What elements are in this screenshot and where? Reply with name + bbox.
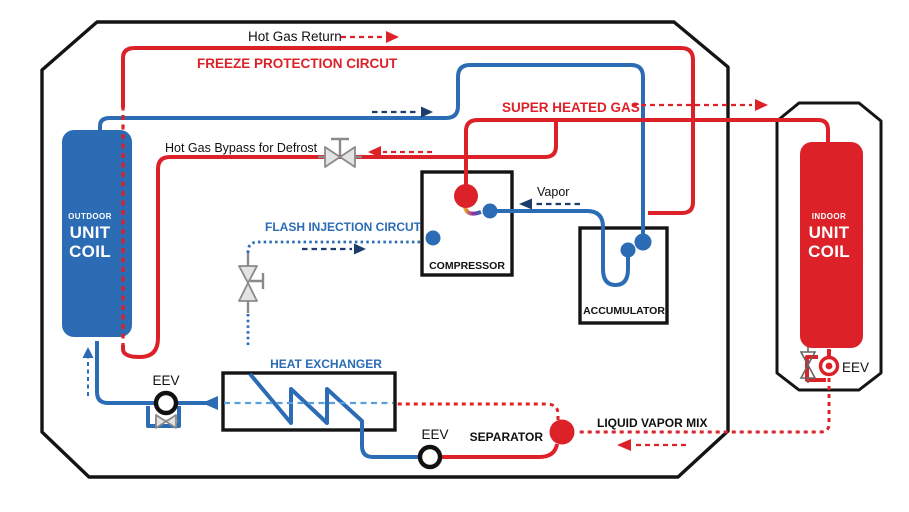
suction-flow-arrow <box>372 106 433 118</box>
indoor-coil <box>800 142 863 348</box>
compressor-injection-port <box>425 230 441 246</box>
vapor-flow-arrow <box>519 198 580 210</box>
liquid-vapor-mix-arrow <box>617 439 686 451</box>
label-hot-gas-return: Hot Gas Return <box>248 29 342 44</box>
pipe-eev2-to-separator <box>441 443 559 459</box>
outdoor-eev-body <box>153 390 179 416</box>
label-vapor: Vapor <box>537 185 569 199</box>
heat-exchanger-box <box>221 371 397 432</box>
outdoor-eev-bypass-valve-icon <box>155 414 178 429</box>
separator-vessel <box>549 419 575 445</box>
outdoor-coil-label-line1: OUTDOOR <box>68 212 112 221</box>
indoor-coil-label-line1: INDOOR <box>812 212 846 221</box>
outdoor-coil-label-line3: COIL <box>69 242 111 261</box>
label-accumulator: ACCUMULATOR <box>583 305 665 317</box>
label-eev-bottom: EEV <box>421 427 448 442</box>
outdoor-coil <box>62 130 132 337</box>
compressor-discharge-port <box>454 184 478 208</box>
pipe-eev-bypass-outdoor <box>146 406 181 428</box>
label-hot-gas-bypass: Hot Gas Bypass for Defrost <box>165 141 318 155</box>
flash-injection-arrow <box>302 243 366 255</box>
defrost-bypass-valve-icon <box>318 137 362 168</box>
pipe-separator-to-heat-exchanger <box>396 402 560 420</box>
outdoor-coil-up-arrow <box>82 347 94 396</box>
super-heated-gas-arrow <box>632 99 768 111</box>
pipe-heat-exchanger-coil <box>248 372 419 459</box>
pipe-liquid-to-outdoor-coil <box>95 341 216 405</box>
indoor-eev-dot <box>825 362 833 370</box>
pipe-discharge-super-heated <box>464 118 830 186</box>
outdoor-unit-outline <box>40 20 730 479</box>
accumulator-box <box>578 226 669 325</box>
accumulator-inlet-port <box>634 233 652 251</box>
pipe-liquid-vapor-mix <box>576 378 831 434</box>
pipe-suction-line <box>98 63 645 234</box>
label-freeze-protection: FREEZE PROTECTION CIRCUT <box>197 56 398 71</box>
compressor-scroll-link <box>463 206 482 216</box>
flash-injection-valve-icon <box>238 253 265 313</box>
defrost-bypass-arrow <box>368 146 432 158</box>
label-eev-indoor: EEV <box>842 360 869 375</box>
indoor-coil-label-line2: UNIT <box>809 223 850 242</box>
label-heat-exchanger: HEAT EXCHANGER <box>270 357 382 371</box>
indoor-unit-outline <box>775 101 883 392</box>
label-compressor: COMPRESSOR <box>429 260 505 272</box>
pipe-hot-gas-bypass <box>121 120 558 359</box>
outdoor-coil-label-line2: UNIT <box>70 223 111 242</box>
hot-gas-return-arrow <box>341 31 399 43</box>
label-liquid-vapor-mix: LIQUID VAPOR MIX <box>597 416 707 430</box>
label-super-heated-gas: SUPER HEATED GAS <box>502 100 640 115</box>
arrowhead-exchanger-out-left <box>202 396 218 410</box>
label-separator: SEPARATOR <box>470 430 544 444</box>
pipe-flash-injection <box>246 240 423 345</box>
pipe-vapor-line <box>490 209 630 287</box>
indoor-eev-valve-icon <box>799 347 817 383</box>
pipe-hot-gas-return <box>121 46 695 215</box>
accumulator-outlet-port <box>620 242 636 258</box>
indoor-coil-label-line3: COIL <box>808 242 850 261</box>
label-eev-outdoor: EEV <box>152 373 179 388</box>
compressor-suction-port <box>482 203 498 219</box>
exchanger-eev-body <box>417 444 443 470</box>
label-flash-injection: FLASH INJECTION CIRCUT <box>265 220 422 234</box>
